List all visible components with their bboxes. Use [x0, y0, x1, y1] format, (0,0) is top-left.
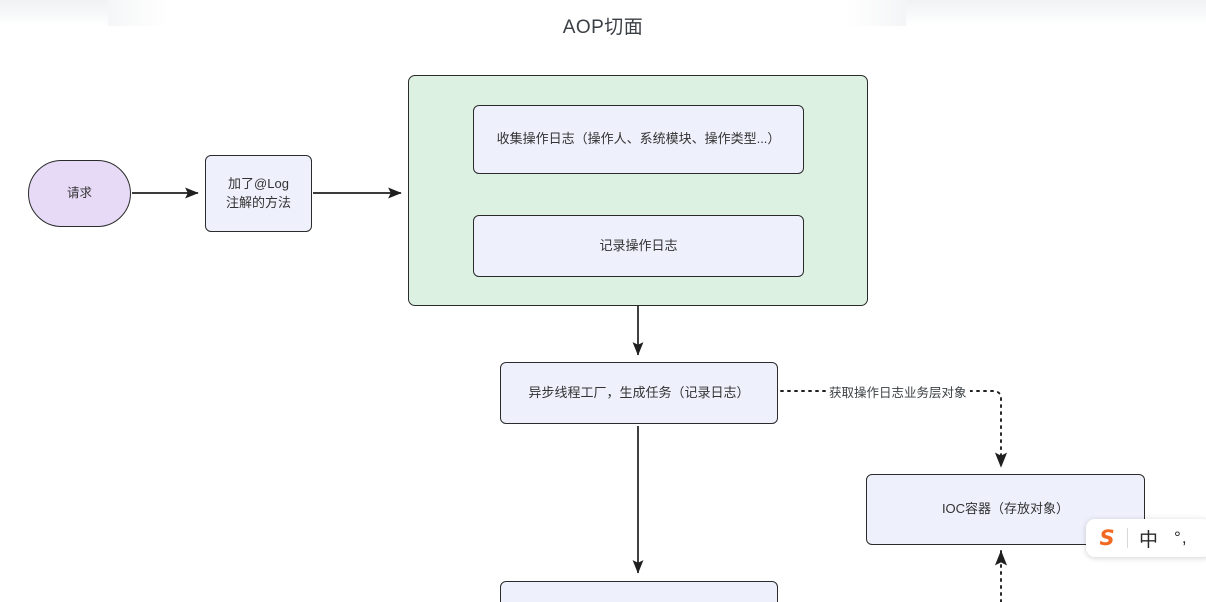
node-ioc-container-label: IOC容器（存放对象）	[941, 501, 1070, 517]
node-request-label: 请求	[66, 186, 92, 201]
node-collect-operation-log[interactable]: 收集操作日志（操作人、系统模块、操作类型...）	[473, 105, 804, 174]
sogou-logo-icon[interactable]: S	[1099, 526, 1115, 550]
node-log-annotated-method-label-line2: 注解的方法	[225, 194, 291, 210]
edge-label-fetch-service: 获取操作日志业务层对象	[826, 382, 970, 401]
edge-async-to-ioc-dotted	[780, 390, 1008, 468]
node-bottom-partial[interactable]	[500, 581, 778, 602]
node-record-operation-log[interactable]: 记录操作日志	[473, 215, 804, 277]
node-log-annotated-method-label-line1: 加了@Log	[228, 175, 289, 191]
node-request[interactable]: 请求	[28, 160, 131, 227]
node-record-operation-log-label: 记录操作日志	[599, 237, 678, 253]
node-log-annotated-method[interactable]: 加了@Log 注解的方法	[205, 155, 312, 232]
ime-punctuation-mode-button[interactable]: °,	[1174, 528, 1188, 547]
node-async-thread-factory-label: 异步线程工厂，生成任务（记录日志）	[528, 384, 750, 400]
node-collect-operation-log-label: 收集操作日志（操作人、系统模块、操作类型...）	[496, 131, 781, 147]
diagram-title: AOP切面	[562, 17, 644, 38]
ime-divider	[1127, 528, 1128, 548]
ime-language-mode-button[interactable]: 中	[1139, 529, 1159, 551]
sogou-ime-bar[interactable]: S 中 °,	[1086, 519, 1206, 557]
node-async-thread-factory[interactable]: 异步线程工厂，生成任务（记录日志）	[500, 362, 778, 424]
